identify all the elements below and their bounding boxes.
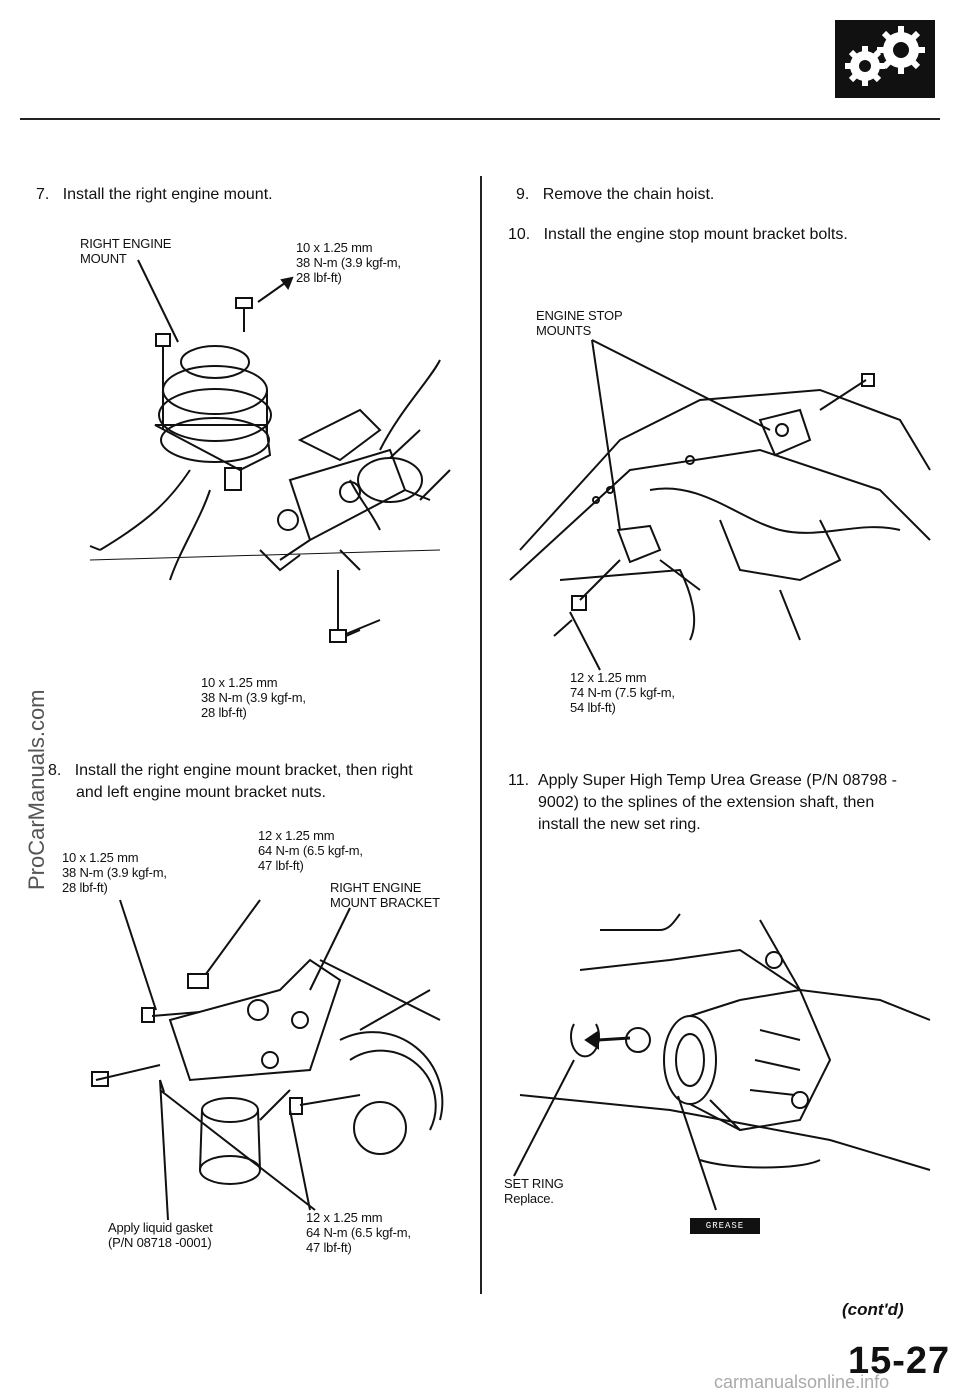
contd-label: (cont'd) bbox=[842, 1300, 904, 1319]
step-7: 7. Install the right engine mount. bbox=[36, 184, 273, 206]
torque-spec-stop: 12 x 1.25 mm 74 N-m (7.5 kgf-m, 54 lbf-f… bbox=[570, 670, 675, 715]
gears-icon-box bbox=[835, 20, 935, 98]
torque-spec-top: 10 x 1.25 mm 38 N-m (3.9 kgf-m, 28 lbf-f… bbox=[296, 240, 401, 285]
set-ring-label: SET RING Replace. bbox=[504, 1176, 564, 1206]
right-engine-mount-label: RIGHT ENGINE MOUNT bbox=[80, 236, 172, 266]
step-9: 9. Remove the chain hoist. bbox=[516, 186, 715, 203]
set-ring-illustration bbox=[513, 913, 931, 1211]
gears-icon bbox=[845, 26, 925, 86]
liquid-gasket-label: Apply liquid gasket (P/N 08718 -0001) bbox=[108, 1220, 213, 1250]
engine-stop-mount-illustration bbox=[509, 339, 931, 671]
watermark-bottom: carmanualsonline.info bbox=[714, 1372, 890, 1392]
header-rule bbox=[20, 118, 940, 120]
engine-stop-mounts-label: ENGINE STOP MOUNTS bbox=[536, 308, 623, 338]
column-divider bbox=[480, 176, 482, 1294]
right-engine-mount-bracket-label: RIGHT ENGINE MOUNT BRACKET bbox=[330, 880, 440, 910]
torque-spec-bottom: 10 x 1.25 mm 38 N-m (3.9 kgf-m, 28 lbf-f… bbox=[201, 675, 306, 720]
step-8: 8. Install the right engine mount bracke… bbox=[48, 762, 413, 801]
leader-line bbox=[345, 619, 381, 635]
page-number: 15-27 bbox=[848, 1340, 951, 1382]
torque-spec-bracket-b: 12 x 1.25 mm 64 N-m (6.5 kgf-m, 47 lbf-f… bbox=[258, 828, 363, 873]
mount-bracket-illustration bbox=[91, 899, 444, 1221]
leader-line bbox=[137, 259, 179, 343]
engine-mount-illustration bbox=[89, 259, 451, 643]
step-10: 10. Install the engine stop mount bracke… bbox=[508, 226, 848, 243]
torque-spec-bracket-a: 10 x 1.25 mm 38 N-m (3.9 kgf-m, 28 lbf-f… bbox=[62, 850, 167, 895]
step-7-number: 7. bbox=[36, 186, 50, 203]
step-11: 11. Apply Super High Temp Urea Grease (P… bbox=[508, 772, 897, 833]
grease-tag: GREASE bbox=[690, 1218, 760, 1234]
torque-spec-bracket-c: 12 x 1.25 mm 64 N-m (6.5 kgf-m, 47 lbf-f… bbox=[306, 1210, 411, 1255]
watermark-side: ProCarManuals.com bbox=[24, 689, 49, 890]
step-7-text: Install the right engine mount. bbox=[62, 186, 273, 203]
